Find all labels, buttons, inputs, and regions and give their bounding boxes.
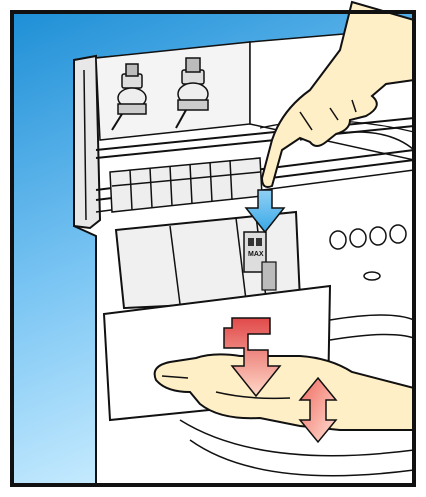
machine-side-panel <box>74 56 100 228</box>
back-panel <box>96 42 250 140</box>
max-label: MAX <box>248 251 264 258</box>
